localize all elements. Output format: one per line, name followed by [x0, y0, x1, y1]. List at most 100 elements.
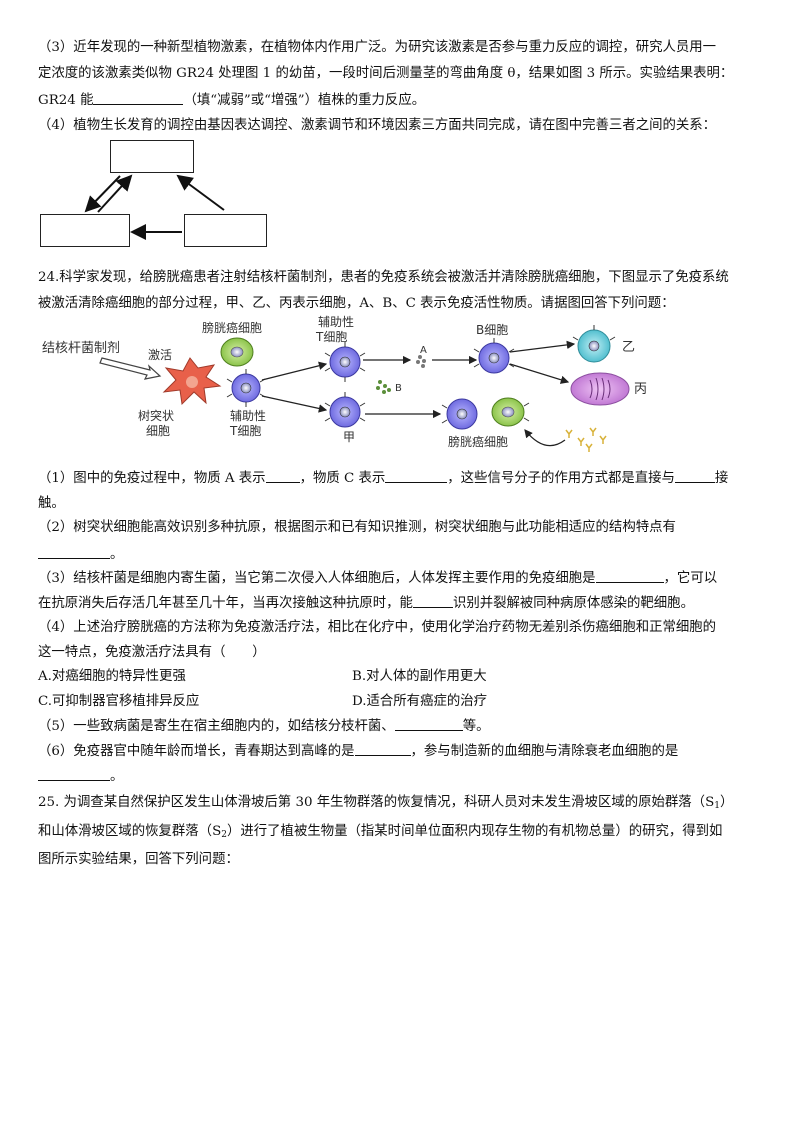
option-d[interactable]: D.适合所有癌症的治疗 — [352, 694, 488, 709]
q23-p3-line1: （3）近年发现的一种新型植物激素，在植物体内作用广泛。为研究该激素是否参与重力反… — [38, 40, 717, 55]
receptors — [324, 342, 366, 382]
b-cell-label: B细胞 — [476, 323, 508, 337]
substance-a-dots — [416, 355, 426, 368]
helper-nucleus — [240, 382, 252, 394]
q24-q1-text-c: ，这些信号分子的作用方式都是直接与 — [447, 471, 675, 486]
option-c[interactable]: C.可抑制器官移植排异反应 — [38, 694, 200, 709]
q24-q1-line2: 触。 — [38, 496, 65, 511]
q24-q5-text-a: （5）一些致病菌是寄生在宿主细胞内的，如结核分枝杆菌、 — [38, 719, 395, 734]
q25-line1-text: 25. 为调查某自然保护区发生山体滑坡后第 30 年生物群落的恢复情况，科研人员… — [38, 795, 715, 810]
answer-blank[interactable] — [265, 470, 300, 483]
receptors — [441, 402, 530, 424]
q24-q1-text-d: 接 — [714, 471, 729, 486]
q24-q4-line1: （4）上述治疗膀胱癌的方法称为免疫激活疗法，相比在化疗中，使用化学治疗药物无差别… — [38, 620, 717, 635]
substance-b-label: B — [395, 383, 402, 394]
relation-box-left[interactable] — [40, 214, 130, 247]
q24-q3-text-b: ，它可以 — [663, 571, 718, 586]
helper-top-label-2: T细胞 — [315, 330, 347, 344]
answer-blank[interactable] — [674, 470, 715, 483]
q25-line1: 25. 为调查某自然保护区发生山体滑坡后第 30 年生物群落的恢复情况，科研人员… — [38, 795, 733, 814]
q25-line1-end: ） — [719, 795, 734, 810]
cancer-nucleus — [230, 346, 244, 358]
q24-q3-line1: （3）结核杆菌是细胞内寄生菌，当它第二次侵入人体细胞后，人体发挥主要作用的免疫细… — [38, 570, 717, 587]
receptors — [473, 338, 515, 368]
arrow-right-to-top — [176, 174, 225, 211]
cell-yi-label: 乙 — [622, 340, 635, 355]
cell-bing-label: 丙 — [634, 382, 647, 397]
helper-bottom-label-2: T细胞 — [229, 424, 261, 438]
answer-blank[interactable] — [354, 743, 411, 756]
immune-figure: 结核杆菌制剂 激活 树突状 细胞 膀胱癌细胞 辅助性 T细胞 辅助性 T细胞 A… — [42, 315, 647, 452]
q23-p3-line2: 定浓度的该激素类似物 GR24 处理图 1 的幼苗，一段时间后测量茎的弯曲角度 … — [38, 66, 734, 81]
answer-blank[interactable] — [38, 546, 110, 559]
answer-blank[interactable] — [412, 595, 453, 608]
jia-nucleus — [339, 406, 351, 418]
q23-p3-line3: GR24 能 （填“减弱”或“增强”）植株的重力反应。 — [38, 92, 425, 109]
q25-line2-text-b: ）进行了植被生物量（指某时间单位面积内现存生物的有机物总量）的研究，得到如 — [227, 824, 723, 839]
q24-q5-text-b: 等。 — [462, 719, 490, 734]
q24-q2-line1: （2）树突状细胞能高效识别多种抗原，根据图示和已有知识推测，树突状细胞与此功能相… — [38, 520, 676, 535]
q24-q3-text-c: 在抗原消失后存活几年甚至几十年，当再次接触这种抗原时，能 — [38, 596, 413, 611]
agent-arrow — [99, 357, 162, 380]
bladder-cancer-bottom-label: 膀胱癌细胞 — [448, 434, 508, 449]
relation-arrows — [84, 174, 225, 240]
q25-line3: 图所示实验结果，回答下列问题： — [38, 852, 239, 867]
dendritic-label-1: 树突状 — [138, 408, 174, 423]
answer-blank[interactable] — [38, 768, 110, 781]
q24-q6-line1: （6）免疫器官中随年龄而增长，青春期达到高峰的是 ，参与制造新的血细胞与清除衰老血… — [38, 743, 678, 760]
substance-b-dots — [376, 380, 391, 394]
q24-q3-text-d: 识别并裂解被同种病原体感染的靶细胞。 — [452, 596, 694, 611]
arrow-top-to-left — [84, 175, 121, 213]
agent-label: 结核杆菌制剂 — [42, 341, 120, 356]
q24-q5-line: （5）一些致病菌是寄生在宿主细胞内的，如结核分枝杆菌、 等。 — [38, 718, 489, 735]
q24-intro-line1: 24.科学家发现，给膀胱癌患者注射结核杆菌制剂，患者的免疫系统会被激活并清除膀胱… — [38, 270, 729, 285]
yi-nucleus — [588, 340, 600, 352]
q24-intro-line2: 被激活清除癌细胞的部分过程，甲、乙、丙表示细胞，A、B、C 表示免疫活性物质。请… — [38, 296, 675, 311]
relation-box-top[interactable] — [110, 140, 194, 173]
answer-blank[interactable] — [595, 570, 664, 583]
q24-q2-end: 。 — [110, 547, 124, 562]
substance-a-label: A — [420, 345, 427, 356]
answer-blank[interactable] — [93, 92, 184, 105]
cell-bing — [570, 372, 630, 406]
q23-p3-text-a: GR24 能 — [38, 93, 94, 108]
flow-arrows — [261, 340, 576, 447]
activate-label: 激活 — [148, 348, 172, 362]
receptors — [572, 325, 616, 341]
helper-top-label-1: 辅助性 — [318, 315, 354, 329]
q23-p4-text: （4）植物生长发育的调控由基因表达调控、激素调节和环境因素三方面共同完成，请在图… — [38, 118, 717, 133]
q24-q2-line2: 。 — [38, 546, 123, 563]
s1-subscript: 1 — [714, 801, 720, 811]
q25-line2: 和山体滑坡区域的恢复群落（S2）进行了植被生物量（指某时间单位面积内现存生物的有… — [38, 824, 722, 843]
helper-bottom-label-1: 辅助性 — [230, 409, 266, 423]
receptors — [324, 392, 366, 422]
q25-line2-text-a: 和山体滑坡区域的恢复群落（S — [38, 824, 222, 839]
q24-q1-text-a: （1）图中的免疫过程中，物质 A 表示 — [38, 471, 266, 486]
q24-q6-line2: 。 — [38, 768, 123, 785]
b-cell-nucleus — [488, 352, 500, 364]
q23-p3-text-b: （填“减弱”或“增强”）植株的重力反应。 — [183, 93, 426, 108]
helper-nucleus — [339, 356, 351, 368]
q24-q3-text-a: （3）结核杆菌是细胞内寄生菌，当它第二次侵入人体细胞后，人体发挥主要作用的免疫细… — [38, 571, 596, 586]
option-a[interactable]: A.对癌细胞的特异性更强 — [38, 669, 186, 684]
option-b[interactable]: B.对人体的副作用更大 — [352, 669, 487, 684]
s2-subscript: 2 — [221, 830, 227, 840]
effector-nucleus — [456, 408, 468, 420]
q24-q6-text-b: ，参与制造新的血细胞与清除衰老血细胞的是 — [410, 744, 679, 759]
q24-q4-line2: 这一特点，免疫激活疗法具有（ ） — [38, 645, 266, 660]
cancer-nucleus — [501, 406, 515, 418]
q24-q1-text-b: ，物质 C 表示 — [299, 471, 386, 486]
answer-blank[interactable] — [385, 470, 448, 483]
plasma-er — [589, 377, 611, 401]
bladder-cancer-top-label: 膀胱癌细胞 — [202, 320, 262, 335]
q24-q6-text-a: （6）免疫器官中随年龄而增长，青春期达到高峰的是 — [38, 744, 355, 759]
dendritic-nucleus — [186, 376, 198, 388]
dendritic-label-2: 细胞 — [146, 424, 170, 438]
arrow-left-to-top — [97, 174, 133, 213]
antibodies — [565, 427, 607, 452]
q24-q6-end: 。 — [110, 769, 124, 784]
cell-jia-label: 甲 — [343, 430, 355, 444]
answer-blank[interactable] — [394, 718, 463, 731]
q24-q1-line1: （1）图中的免疫过程中，物质 A 表示 ，物质 C 表示 ，这些信号分子的作用方式都… — [38, 470, 728, 487]
relation-box-right[interactable] — [184, 214, 267, 247]
